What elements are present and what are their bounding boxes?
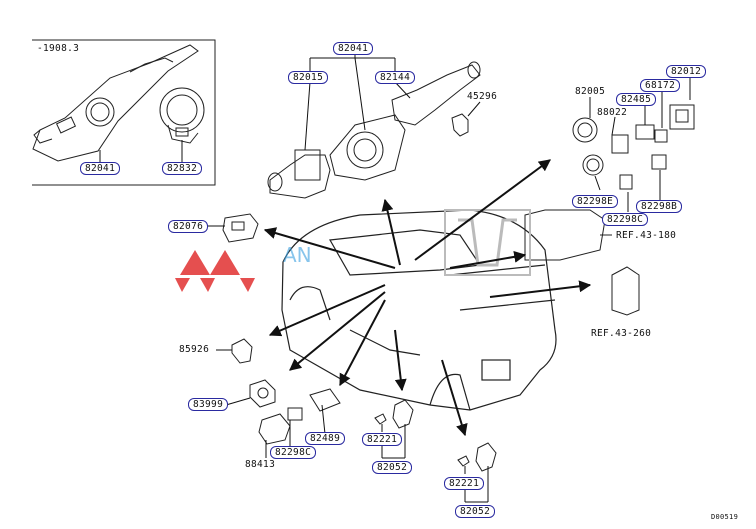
inset-date-label: -1908.3 bbox=[37, 43, 80, 54]
part-83999-shape bbox=[249, 379, 276, 408]
pointer-arrows bbox=[263, 159, 592, 437]
label-82041-top[interactable]: 82041 bbox=[333, 42, 374, 55]
label-82041-inset[interactable]: 82041 bbox=[80, 162, 121, 175]
label-82489[interactable]: 82489 bbox=[305, 432, 346, 445]
label-82298c-right[interactable]: 82298C bbox=[602, 213, 649, 226]
part-85926-shape bbox=[231, 338, 253, 364]
label-ref-43-180: REF.43-180 bbox=[616, 230, 677, 241]
label-83999[interactable]: 83999 bbox=[188, 398, 229, 411]
label-82221-a[interactable]: 82221 bbox=[362, 433, 403, 446]
label-82015[interactable]: 82015 bbox=[288, 71, 329, 84]
switch-body-center bbox=[329, 114, 406, 181]
label-82005: 82005 bbox=[575, 86, 606, 97]
part-82489-shape bbox=[309, 388, 341, 412]
inset-frame bbox=[32, 39, 216, 186]
top-leaders bbox=[304, 52, 481, 151]
label-82485[interactable]: 82485 bbox=[616, 93, 657, 106]
vehicle-outline bbox=[281, 209, 557, 411]
right-leaders bbox=[589, 76, 691, 212]
label-82052-a[interactable]: 82052 bbox=[372, 461, 413, 474]
label-82052-b[interactable]: 82052 bbox=[455, 505, 496, 518]
switch-cluster-right bbox=[572, 104, 695, 190]
label-ref-43-260: REF.43-260 bbox=[591, 328, 652, 339]
label-85926: 85926 bbox=[179, 344, 210, 355]
panel-ref-43-180 bbox=[524, 209, 612, 261]
part-82221-b-shape bbox=[457, 442, 497, 472]
label-82832[interactable]: 82832 bbox=[162, 162, 203, 175]
label-82076[interactable]: 82076 bbox=[168, 220, 209, 233]
switch-lever-right bbox=[391, 61, 481, 126]
label-82012[interactable]: 82012 bbox=[666, 65, 707, 78]
label-88413: 88413 bbox=[245, 459, 276, 470]
lower-leaders bbox=[208, 225, 489, 503]
clip-45296 bbox=[451, 113, 469, 137]
label-82298e[interactable]: 82298E bbox=[572, 195, 619, 208]
inset-clock-spring bbox=[159, 87, 205, 144]
label-82298c-left[interactable]: 82298C bbox=[270, 446, 317, 459]
part-82221-a-shape bbox=[374, 399, 414, 429]
diagram-code: D00519 bbox=[711, 513, 739, 521]
label-45296: 45296 bbox=[467, 91, 498, 102]
label-68172[interactable]: 68172 bbox=[640, 79, 681, 92]
inset-combination-switch bbox=[32, 44, 199, 162]
label-82221-b[interactable]: 82221 bbox=[444, 477, 485, 490]
label-82144[interactable]: 82144 bbox=[375, 71, 416, 84]
panel-ref-43-260 bbox=[611, 266, 640, 316]
inset-leaders bbox=[99, 140, 183, 163]
label-88022: 88022 bbox=[597, 107, 628, 118]
part-82076-shape bbox=[222, 213, 259, 243]
label-82298b[interactable]: 82298B bbox=[636, 200, 683, 213]
switch-lever-left bbox=[267, 149, 331, 199]
part-88413-shape bbox=[258, 407, 303, 445]
svg-text:AN: AN bbox=[283, 243, 312, 267]
